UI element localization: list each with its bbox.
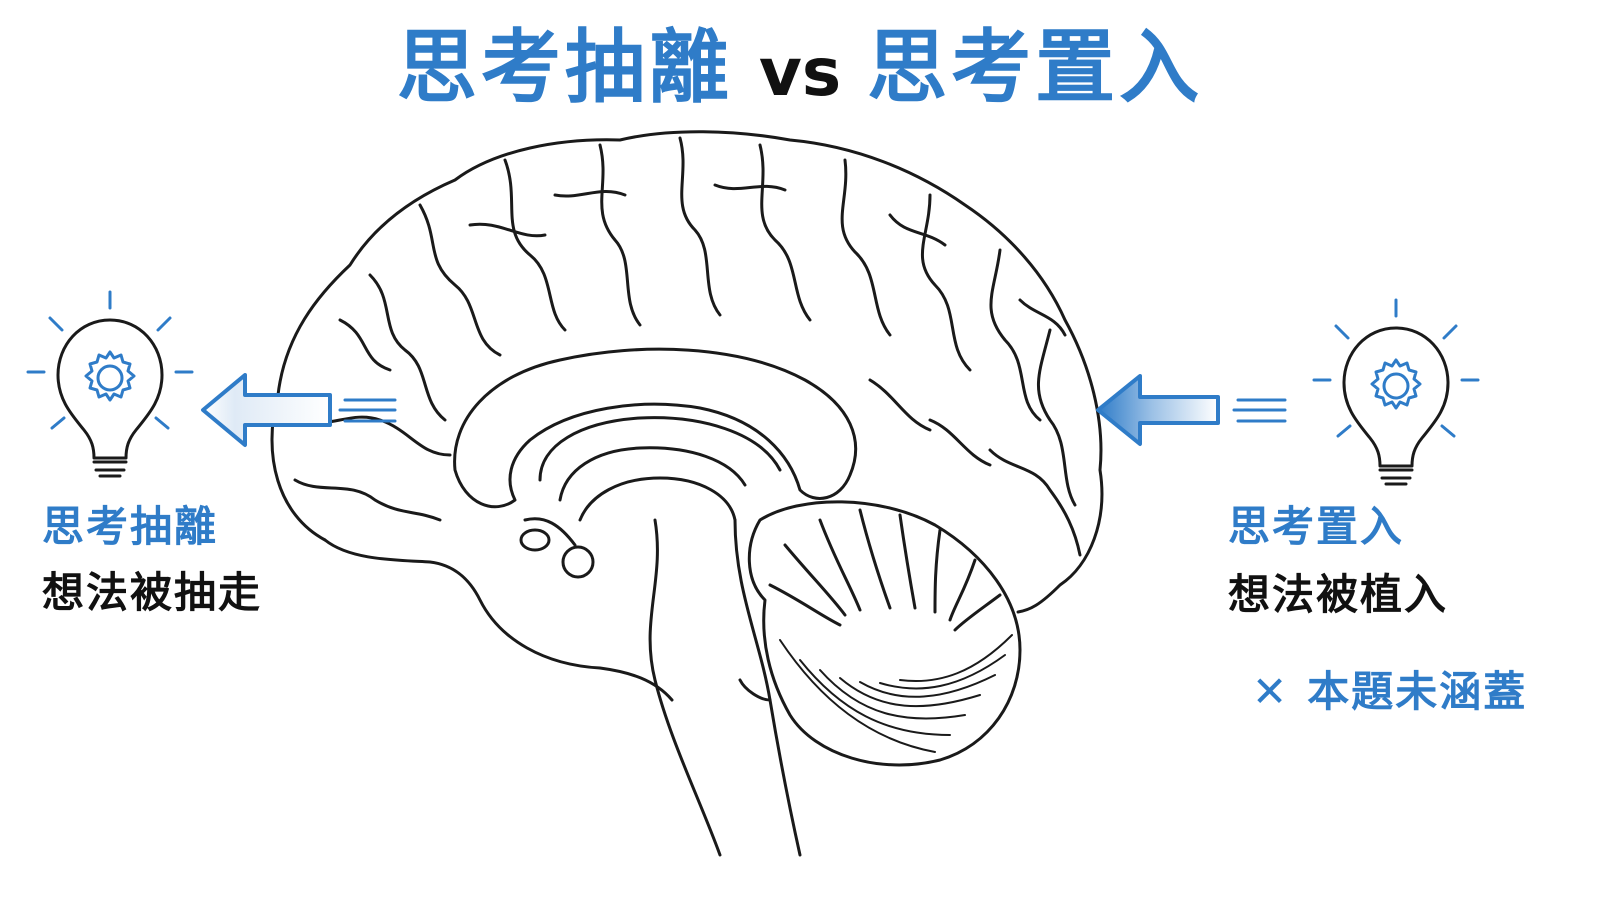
title-vs: vs — [758, 34, 842, 111]
right-lightbulb-gear-icon — [1312, 298, 1480, 486]
brain-outline — [270, 130, 1104, 614]
brainstem — [648, 518, 722, 857]
right-caption: 想法被植入 — [1228, 570, 1449, 619]
right-arrow — [1096, 374, 1287, 446]
brain-illustration — [270, 130, 1104, 857]
cerebellum — [747, 500, 1022, 767]
page-title: 思考抽離 vs 思考置入 — [0, 18, 1600, 123]
close-icon: ✕ — [1252, 667, 1290, 716]
left-lightbulb-gear-icon — [26, 290, 194, 478]
corpus-callosum — [453, 347, 858, 509]
title-left: 思考抽離 — [396, 21, 733, 114]
right-heading: 思考置入 — [1228, 502, 1405, 551]
left-arrow — [201, 373, 397, 447]
left-caption: 想法被抽走 — [42, 568, 263, 617]
left-heading: 思考抽離 — [42, 502, 219, 551]
right-note-text: 本題未涵蓋 — [1307, 667, 1528, 716]
title-right: 思考置入 — [867, 21, 1204, 114]
right-note: ✕ 本題未涵蓋 — [1252, 658, 1527, 719]
